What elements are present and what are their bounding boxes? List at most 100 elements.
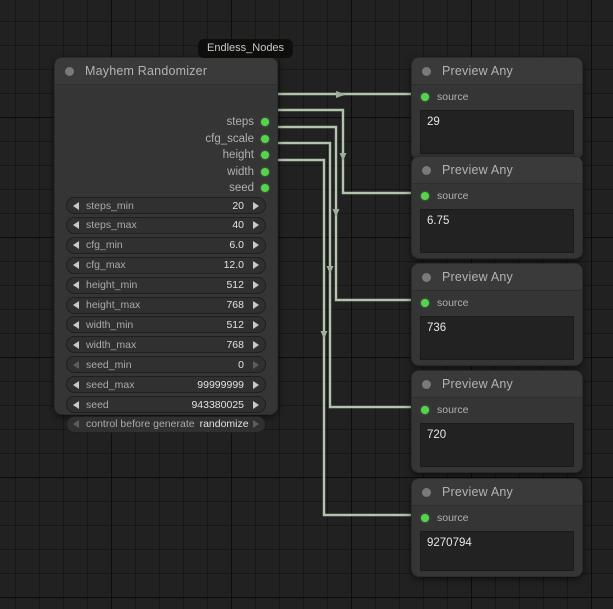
input-slot-source[interactable]: source — [421, 511, 469, 525]
widget-value[interactable]: 768 — [226, 299, 244, 311]
node-title: Preview Any — [442, 64, 513, 78]
triangle-left-icon[interactable] — [73, 201, 79, 210]
triangle-left-icon[interactable] — [73, 320, 79, 329]
widget-value[interactable]: 768 — [226, 338, 244, 351]
widget-width_min[interactable]: width_min 512 — [66, 316, 266, 334]
connection-dot-icon[interactable] — [261, 184, 269, 192]
output-slot-height[interactable]: height — [223, 147, 269, 163]
widget-label: width_max — [86, 338, 137, 351]
circle-dot-icon[interactable] — [422, 379, 431, 389]
triangle-left-icon[interactable] — [73, 221, 79, 230]
node-header[interactable]: Preview Any — [412, 264, 582, 291]
triangle-right-icon[interactable] — [253, 301, 259, 309]
connection-dot-icon[interactable] — [421, 192, 429, 200]
widget-width_max[interactable]: width_max 768 — [66, 336, 266, 354]
widget-seed_min[interactable]: seed_min 0 — [66, 356, 266, 374]
circle-dot-icon[interactable] — [422, 66, 431, 76]
node-preview-any-2[interactable]: Preview Any source 6.75 — [411, 156, 583, 259]
output-slot-steps[interactable]: steps — [226, 114, 269, 130]
widget-value[interactable]: 943380025 — [191, 398, 244, 411]
connection-dot-icon[interactable] — [261, 118, 269, 126]
triangle-left-icon[interactable] — [73, 340, 79, 349]
triangle-left-icon[interactable] — [73, 261, 79, 270]
widget-label: height_max — [86, 299, 141, 311]
triangle-left-icon[interactable] — [73, 241, 79, 250]
node-header[interactable]: Preview Any — [412, 157, 582, 184]
triangle-right-icon[interactable] — [253, 241, 259, 250]
connection-dot-icon[interactable] — [421, 299, 429, 307]
output-slot-cfg_scale[interactable]: cfg_scale — [205, 131, 269, 147]
triangle-right-icon[interactable] — [253, 320, 259, 329]
widget-value[interactable]: randomize — [199, 418, 249, 431]
node-preview-any-1[interactable]: Preview Any source 29 — [411, 57, 583, 160]
triangle-right-icon[interactable] — [253, 340, 259, 349]
node-title: Preview Any — [442, 163, 513, 177]
triangle-left-icon[interactable] — [73, 400, 79, 409]
widget-value[interactable]: 6.0 — [229, 239, 244, 252]
widget-value[interactable]: 512 — [226, 318, 244, 331]
widget-steps_min[interactable]: steps_min 20 — [66, 197, 266, 214]
input-slot-source[interactable]: source — [421, 189, 469, 203]
triangle-right-icon[interactable] — [253, 360, 259, 369]
output-slot-label: steps — [226, 116, 255, 128]
triangle-right-icon[interactable] — [253, 400, 259, 409]
triangle-left-icon[interactable] — [73, 380, 79, 389]
link-height — [272, 125, 413, 302]
circle-dot-icon[interactable] — [422, 272, 431, 282]
triangle-right-icon[interactable] — [253, 420, 259, 429]
node-header[interactable]: Preview Any — [412, 479, 582, 506]
widget-label: width_min — [86, 318, 134, 331]
widget-value[interactable]: 99999999 — [197, 378, 244, 391]
widget-value[interactable]: 12.0 — [223, 259, 244, 272]
widget-value[interactable]: 512 — [226, 279, 244, 292]
triangle-right-icon[interactable] — [253, 281, 259, 290]
node-preview-any-3[interactable]: Preview Any source 736 — [411, 263, 583, 366]
triangle-left-icon[interactable] — [73, 360, 79, 369]
link-cfg-scale — [272, 108, 413, 195]
circle-dot-icon[interactable] — [422, 487, 431, 497]
connection-dot-icon[interactable] — [261, 167, 269, 176]
input-slot-source[interactable]: source — [421, 90, 469, 104]
node-preview-any-5[interactable]: Preview Any source 9270794 — [411, 478, 583, 577]
node-header[interactable]: Mayhem Randomizer — [55, 58, 277, 85]
input-slot-source[interactable]: source — [421, 296, 469, 310]
connection-dot-icon[interactable] — [261, 151, 269, 159]
triangle-right-icon[interactable] — [253, 380, 259, 389]
connection-dot-icon[interactable] — [261, 134, 269, 143]
widget-label: seed_min — [86, 358, 132, 371]
triangle-left-icon[interactable] — [73, 281, 79, 290]
widget-value[interactable]: 0 — [238, 358, 244, 371]
output-slot-width[interactable]: width — [227, 164, 269, 180]
node-header[interactable]: Preview Any — [412, 58, 582, 85]
triangle-right-icon[interactable] — [253, 201, 259, 210]
output-slot-seed[interactable]: seed — [229, 180, 269, 196]
triangle-left-icon[interactable] — [73, 420, 79, 429]
input-slot-source[interactable]: source — [421, 403, 469, 417]
output-slot-label: height — [222, 149, 254, 161]
widget-label: cfg_max — [86, 259, 126, 272]
node-preview-any-4[interactable]: Preview Any source 720 — [411, 370, 583, 473]
output-slot-label: seed — [229, 182, 254, 194]
triangle-left-icon[interactable] — [73, 301, 79, 309]
widget-label: steps_min — [86, 199, 134, 212]
triangle-right-icon[interactable] — [253, 221, 259, 230]
widget-cfg_max[interactable]: cfg_max 12.0 — [66, 256, 266, 274]
connection-dot-icon[interactable] — [421, 93, 429, 101]
widget-height_max[interactable]: height_max 768 — [66, 296, 266, 314]
widget-value[interactable]: 40 — [232, 219, 244, 232]
connection-dot-icon[interactable] — [421, 406, 429, 414]
connection-dot-icon[interactable] — [421, 514, 429, 522]
circle-dot-icon[interactable] — [422, 165, 431, 175]
circle-dot-icon[interactable] — [65, 66, 74, 76]
triangle-right-icon[interactable] — [253, 261, 259, 270]
widget-value[interactable]: 20 — [232, 199, 244, 212]
node-header[interactable]: Preview Any — [412, 371, 582, 398]
